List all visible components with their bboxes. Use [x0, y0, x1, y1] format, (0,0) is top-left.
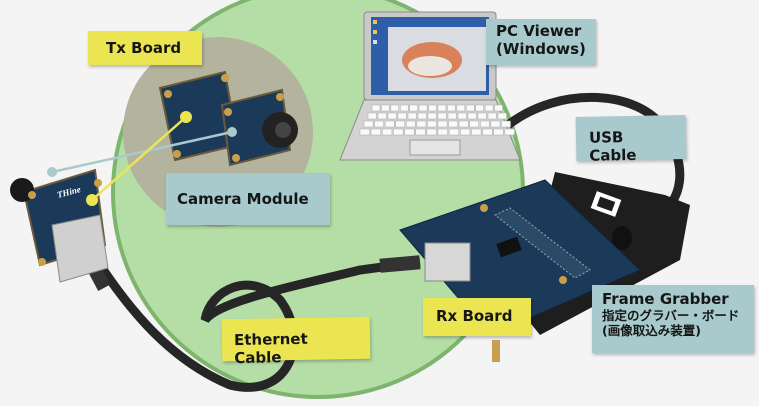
laptop-pc-viewer — [339, 11, 521, 161]
pc-viewer-line1: PC Viewer — [496, 22, 582, 40]
keyboard-key — [427, 120, 437, 128]
keyboard-key — [387, 112, 397, 120]
keyboard-key — [482, 128, 493, 136]
keyboard-key — [426, 128, 437, 136]
keyboard-key — [381, 104, 390, 112]
keyboard-key — [404, 128, 415, 136]
keyboard-key — [447, 112, 457, 120]
ethernet-cable-label: Ethernet Cable — [221, 316, 371, 367]
keyboard-key — [390, 104, 400, 112]
keyboard-key — [382, 128, 393, 136]
keyboard-key — [469, 120, 480, 128]
keyboard-key — [471, 128, 482, 136]
keyboard-key — [428, 104, 437, 112]
rx-rj45-jack — [424, 242, 471, 282]
keyboard-key — [501, 120, 511, 128]
keyboard-key — [448, 128, 460, 136]
pc-viewer-line2: (Windows) — [496, 40, 586, 58]
keyboard-key — [370, 128, 382, 136]
keyboard-key — [418, 104, 428, 112]
keyboard-key — [437, 128, 448, 136]
keyboard-key — [437, 104, 447, 112]
pin-header — [494, 207, 591, 279]
keyboard-key — [487, 112, 497, 120]
keyboard-key — [490, 120, 501, 128]
keyboard-key — [447, 104, 456, 112]
keyboard-key — [504, 128, 515, 136]
pc-viewer-label: PC Viewer (Windows) — [486, 19, 596, 65]
rx-board-label: Rx Board — [423, 298, 531, 336]
keyboard-key — [497, 112, 507, 120]
rx-chip — [496, 236, 522, 258]
keyboard-key — [458, 120, 469, 128]
keyboard-key — [409, 104, 418, 112]
keyboard-key — [437, 120, 448, 128]
keyboard-key — [377, 112, 387, 120]
tx-board-label: Tx Board — [88, 31, 202, 65]
keyboard-key — [475, 104, 484, 112]
keyboard-key — [448, 120, 458, 128]
keyboard-key — [400, 104, 409, 112]
keyboard-key — [417, 112, 427, 120]
keyboard-key — [484, 104, 494, 112]
keyboard-key — [367, 112, 377, 120]
keyboard-key — [393, 128, 404, 136]
keyboard-key — [437, 112, 447, 120]
keyboard — [359, 104, 515, 136]
keyboard-key — [374, 120, 384, 128]
keyboard-key — [406, 120, 416, 128]
camera-leader-line — [51, 130, 233, 174]
keyboard-key — [460, 128, 471, 136]
keyboard-key — [480, 120, 490, 128]
mount-hole — [559, 276, 567, 284]
ethernet-cable — [96, 257, 421, 392]
frame-grabber-jp-line2: (画像取込み装置) — [602, 323, 701, 338]
left-camera-lens — [10, 178, 34, 202]
dc-jack — [612, 226, 632, 250]
keyboard-key — [466, 104, 475, 112]
keyboard-key — [467, 112, 477, 120]
keyboard-key — [363, 120, 374, 128]
rx-rj45-plug — [379, 255, 421, 273]
camera-module-label: Camera Module — [166, 173, 330, 225]
touchpad — [409, 139, 461, 156]
keyboard-key — [493, 128, 504, 136]
standoff — [492, 340, 500, 362]
keyboard-key — [407, 112, 417, 120]
keyboard-key — [397, 112, 407, 120]
keyboard-key — [371, 104, 381, 112]
keyboard-key — [456, 104, 466, 112]
keyboard-key — [494, 104, 503, 112]
keyboard-key — [416, 120, 427, 128]
frame-grabber-jp-line1: 指定のグラバー・ボード — [602, 308, 740, 323]
keyboard-key — [415, 128, 426, 136]
tx-leader-line — [91, 116, 187, 201]
keyboard-key — [359, 128, 370, 136]
keyboard-key — [395, 120, 406, 128]
keyboard-key — [427, 112, 437, 120]
keyboard-key — [384, 120, 395, 128]
frame-grabber-label: Frame Grabber 指定のグラバー・ボード (画像取込み装置) — [592, 285, 754, 353]
frame-grabber-title: Frame Grabber — [602, 290, 729, 308]
keyboard-key — [477, 112, 487, 120]
usb-cable-label: USB Cable — [575, 115, 687, 165]
mount-hole — [480, 204, 488, 212]
keyboard-key — [457, 112, 467, 120]
tx-rj45-jack — [51, 214, 109, 283]
